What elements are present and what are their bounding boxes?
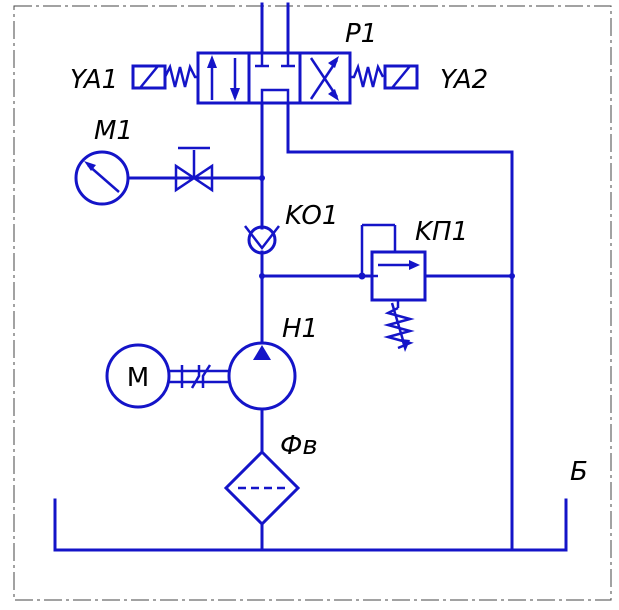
label-m1: M1 [94,116,133,146]
label-motor: M [127,363,149,393]
solenoid-ya2 [350,62,419,90]
shaft-coupling [169,364,229,389]
label-ya1: YA1 [70,65,118,95]
pressure-gauge-m1 [74,150,130,206]
pump-h1 [227,341,297,411]
shutoff-valve [174,146,214,193]
directional-valve-p1 [196,51,352,105]
check-valve-ko1 [244,225,280,255]
electric-motor [105,343,171,409]
label-p1: P1 [345,19,377,49]
label-tank: Б [570,457,588,487]
label-kp1: KП1 [415,217,468,247]
label-ko1: KO1 [285,201,338,231]
filter-fv [223,449,301,527]
label-ya2: YA2 [440,65,488,95]
label-filter: Фв [280,431,318,461]
drawing-frame [13,5,612,601]
label-h1: H1 [282,314,318,344]
tank [53,498,568,552]
relief-valve-kp1 [370,250,427,352]
solenoid-ya1 [131,63,198,90]
